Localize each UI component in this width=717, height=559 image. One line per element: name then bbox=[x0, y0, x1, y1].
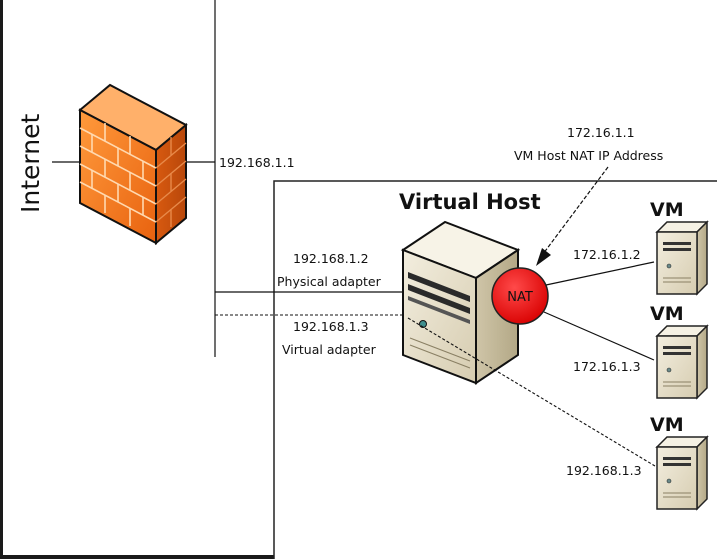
vm-1-ip: 172.16.1.2 bbox=[573, 247, 641, 262]
physical-adapter-ip: 192.168.1.2 bbox=[293, 251, 369, 266]
nat-pointer-arrow bbox=[536, 166, 609, 266]
vm-3: VM 192.168.1.3 bbox=[566, 414, 708, 510]
nat-node bbox=[491, 267, 549, 325]
nat-host-ip: 172.16.1.1 bbox=[567, 125, 635, 140]
nat-label: NAT bbox=[507, 290, 533, 305]
firewall-icon bbox=[78, 83, 188, 246]
vm-3-server-icon bbox=[656, 436, 708, 510]
virtual-adapter-label: Virtual adapter bbox=[282, 342, 377, 357]
vm-1: VM 172.16.1.2 bbox=[573, 199, 708, 295]
vm-3-title: VM bbox=[650, 414, 684, 436]
bridged-link-vm3 bbox=[407, 317, 656, 467]
internet-label: Internet bbox=[16, 114, 45, 213]
firewall-ip-label: 192.168.1.1 bbox=[219, 155, 295, 170]
nat-link-vm2 bbox=[543, 311, 655, 361]
virtual-host-title: Virtual Host bbox=[399, 190, 541, 214]
vm-2: VM 172.16.1.3 bbox=[573, 303, 708, 399]
physical-adapter-label: Physical adapter bbox=[277, 274, 382, 289]
vm-2-ip: 172.16.1.3 bbox=[573, 359, 641, 374]
vm-2-server-icon bbox=[656, 325, 708, 399]
virtual-host-boundary bbox=[273, 180, 717, 559]
vm-3-ip: 192.168.1.3 bbox=[566, 463, 642, 478]
image-frame bbox=[0, 0, 274, 559]
vm-1-server-icon bbox=[656, 221, 708, 295]
nat-link-vm1 bbox=[545, 261, 655, 286]
vm-2-title: VM bbox=[650, 303, 684, 325]
vm-1-title: VM bbox=[650, 199, 684, 221]
nat-host-caption: VM Host NAT IP Address bbox=[514, 148, 663, 163]
virtual-adapter-ip: 192.168.1.3 bbox=[293, 319, 369, 334]
